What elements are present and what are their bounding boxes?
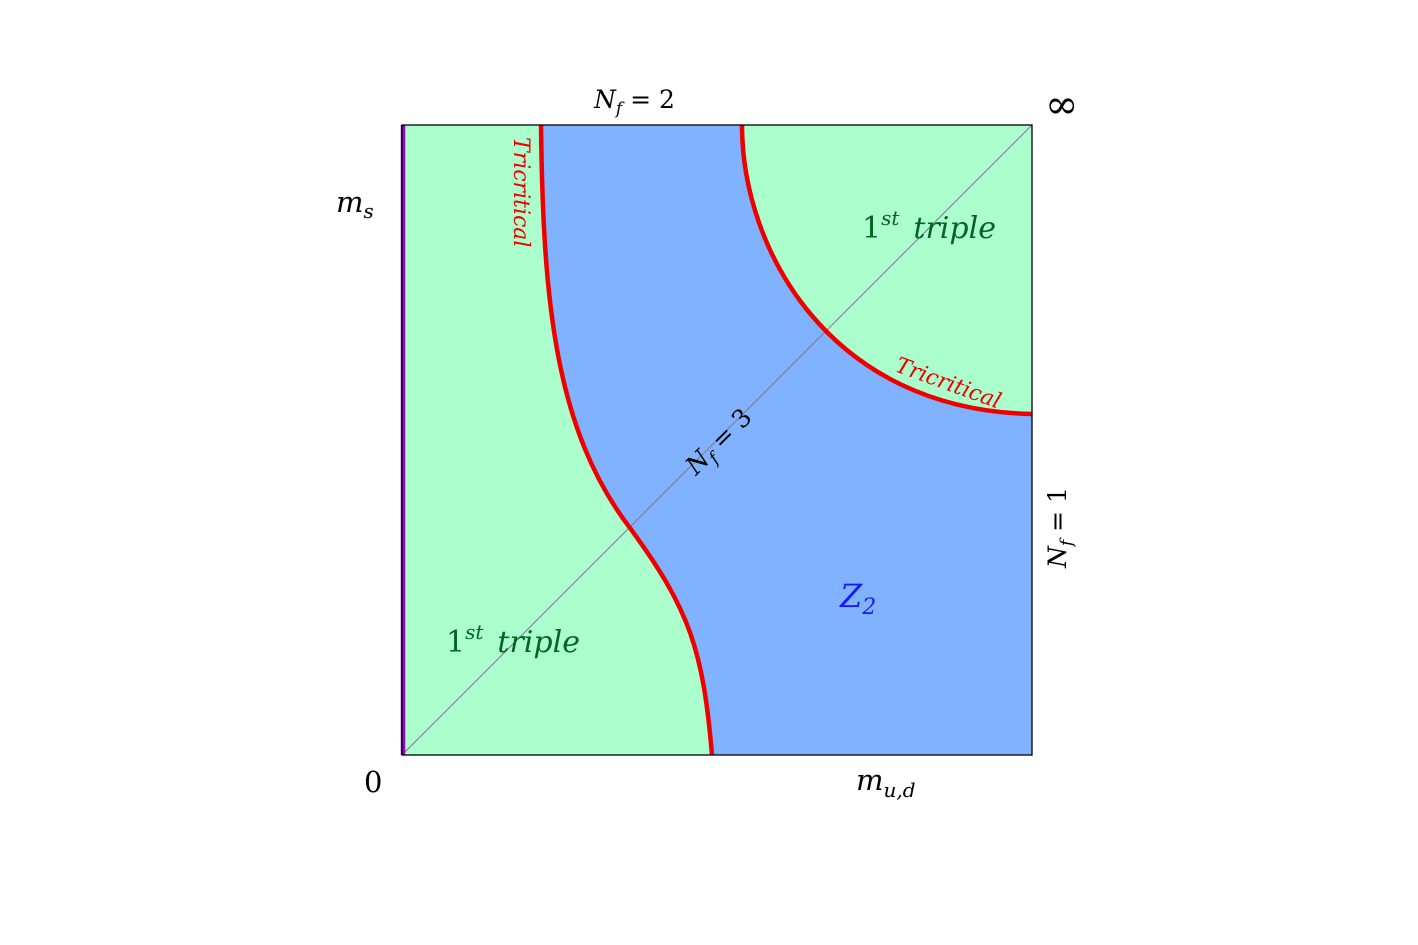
x-axis-label: mu,d	[856, 763, 916, 802]
tricritical-label-left: Tricritical	[508, 137, 533, 247]
first-order-region-left	[402, 125, 712, 755]
origin-label: 0	[364, 765, 382, 799]
z2-label: Z2	[839, 577, 876, 620]
plot-frame	[401, 124, 1033, 756]
nf1-label: Nf = 1	[1043, 487, 1077, 569]
y-axis-label: ms	[336, 185, 374, 223]
infinity-label: ∞	[1045, 82, 1078, 128]
tricritical-curve-right	[739, 124, 1033, 417]
nf2-label: Nf = 2	[593, 85, 675, 119]
nf3-diagonal-line	[401, 124, 1033, 756]
tricritical-curve-left	[538, 124, 715, 756]
